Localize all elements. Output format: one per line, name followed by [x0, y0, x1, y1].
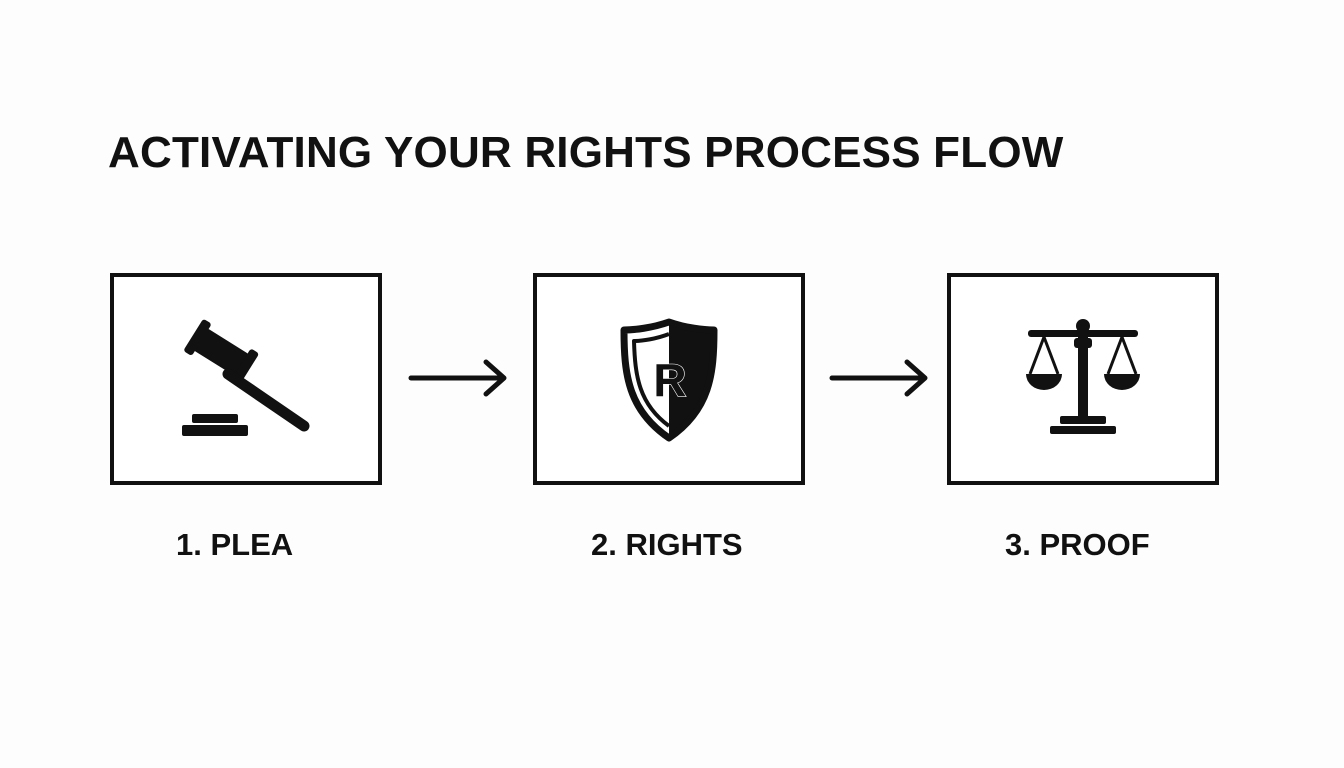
step-label-rights: 2. RIGHTS [591, 527, 743, 562]
gavel-icon [182, 319, 310, 436]
arrow-right-icon [829, 358, 931, 403]
step-box-proof [947, 273, 1219, 485]
arrow-right-icon [408, 358, 510, 403]
shield-letter: R [653, 354, 686, 406]
step-label-plea: 1. PLEA [176, 527, 294, 562]
shield-r-icon: R [620, 318, 718, 442]
step-box-rights: R [533, 273, 805, 485]
scales-icon [1026, 319, 1140, 434]
step-box-plea [110, 273, 382, 485]
diagram-title: ACTIVATING YOUR RIGHTS PROCESS FLOW [108, 128, 1064, 177]
step-label-proof: 3. PROOF [1005, 527, 1150, 562]
